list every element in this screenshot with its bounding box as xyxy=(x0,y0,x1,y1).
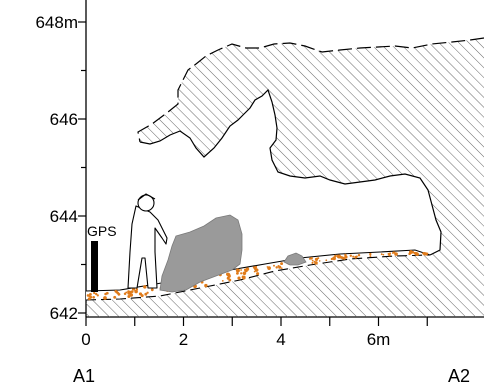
sediment-grain xyxy=(96,294,99,297)
y-axis-ticks: 642 644 646 648m xyxy=(35,13,86,323)
x-axis-ticks: 0 2 4 6m xyxy=(81,317,428,349)
sediment-grain xyxy=(244,268,248,273)
section-label-end: A2 xyxy=(448,366,470,386)
sediment-grain xyxy=(280,267,283,270)
sediment-grain xyxy=(125,291,128,294)
sediment-grain xyxy=(409,250,413,253)
sediment-grain xyxy=(256,272,260,276)
sediment-grain xyxy=(240,272,243,275)
sediment-grain xyxy=(143,285,147,289)
sediment-grain xyxy=(349,254,352,257)
sediment-grain xyxy=(134,289,138,294)
sediment-grain xyxy=(144,292,148,296)
sediment-grain xyxy=(87,297,91,301)
sediment-grain xyxy=(130,290,134,293)
large-boulder xyxy=(159,214,243,293)
sediment-grain xyxy=(416,253,419,256)
sediment-grain xyxy=(382,253,385,256)
rock-mass-hatched xyxy=(86,0,484,317)
sediment-grain xyxy=(369,252,372,256)
sediment-grain xyxy=(394,252,398,256)
sediment-grain xyxy=(339,255,343,259)
sediment-grain xyxy=(313,260,316,263)
y-tick-label: 642 xyxy=(50,304,78,323)
sediment-grain xyxy=(325,259,328,262)
void-upper-outline xyxy=(137,37,484,143)
sediment-grain xyxy=(150,288,154,292)
void-contour xyxy=(139,88,442,256)
sediment-grain xyxy=(352,255,355,258)
sediment-grain xyxy=(88,292,92,296)
sediment-grain xyxy=(242,271,247,276)
sediment-grain xyxy=(275,266,278,269)
sediment-grain xyxy=(127,290,130,293)
x-tick-label: 6m xyxy=(367,330,391,349)
x-tick-label: 4 xyxy=(276,330,285,349)
sediment-grain xyxy=(243,275,246,278)
sediment-grain xyxy=(355,255,358,258)
small-boulder xyxy=(283,252,307,266)
sediment-grain xyxy=(278,265,282,269)
sediment-grain xyxy=(426,252,429,255)
sediment-grain xyxy=(114,296,117,299)
person-figure xyxy=(127,193,168,289)
sediment-grain xyxy=(135,288,139,291)
y-tick-label: 644 xyxy=(50,207,78,226)
sediment-grain xyxy=(314,261,318,265)
sediment-grain xyxy=(255,268,259,272)
sediment-grain xyxy=(227,273,231,277)
sediment-grain xyxy=(388,253,391,257)
sediment-grain xyxy=(118,293,121,296)
sediment-grain xyxy=(314,257,319,262)
sediment-grain xyxy=(380,253,383,256)
sediment-grain xyxy=(235,268,240,273)
sediment-grain xyxy=(88,295,91,298)
section-label-start: A1 xyxy=(73,366,95,386)
sediment-grain xyxy=(369,255,372,258)
x-tick-label: 2 xyxy=(179,330,188,349)
sediment-grain xyxy=(204,283,208,288)
sediment-grain xyxy=(333,256,336,258)
sediment-grain xyxy=(344,255,348,259)
sediment-grain xyxy=(311,261,314,264)
sediment-grain xyxy=(357,253,361,257)
sediment-grain xyxy=(146,291,149,294)
sediment-grain xyxy=(92,296,95,299)
sediment-grain xyxy=(129,293,134,297)
sediment-grain xyxy=(103,296,107,300)
sediment-grain xyxy=(93,291,96,295)
sediment-grain xyxy=(127,294,131,299)
sediment-grain xyxy=(140,294,144,298)
sediment-grain xyxy=(311,259,314,262)
sediment-grain xyxy=(267,266,271,270)
y-tick-label: 646 xyxy=(50,110,78,129)
sediment-grain xyxy=(388,252,392,255)
sediment-grain xyxy=(273,264,275,267)
gps-post xyxy=(91,241,98,292)
sediment-grain xyxy=(221,280,224,282)
sediment-grain xyxy=(308,257,312,260)
sediment-grain xyxy=(237,276,241,280)
sediment-grain xyxy=(236,272,239,275)
sediment-grain xyxy=(105,291,109,295)
sediment-grain xyxy=(95,292,98,296)
x-tick-label: 0 xyxy=(81,330,90,349)
sediment-grain xyxy=(318,260,321,262)
sediment-grain xyxy=(228,278,232,282)
gps-marker: GPS xyxy=(87,223,117,292)
sediment-grain xyxy=(280,262,284,266)
sediment-grain xyxy=(240,269,242,271)
gps-label: GPS xyxy=(87,223,117,239)
y-tick-label: 648m xyxy=(35,13,78,32)
